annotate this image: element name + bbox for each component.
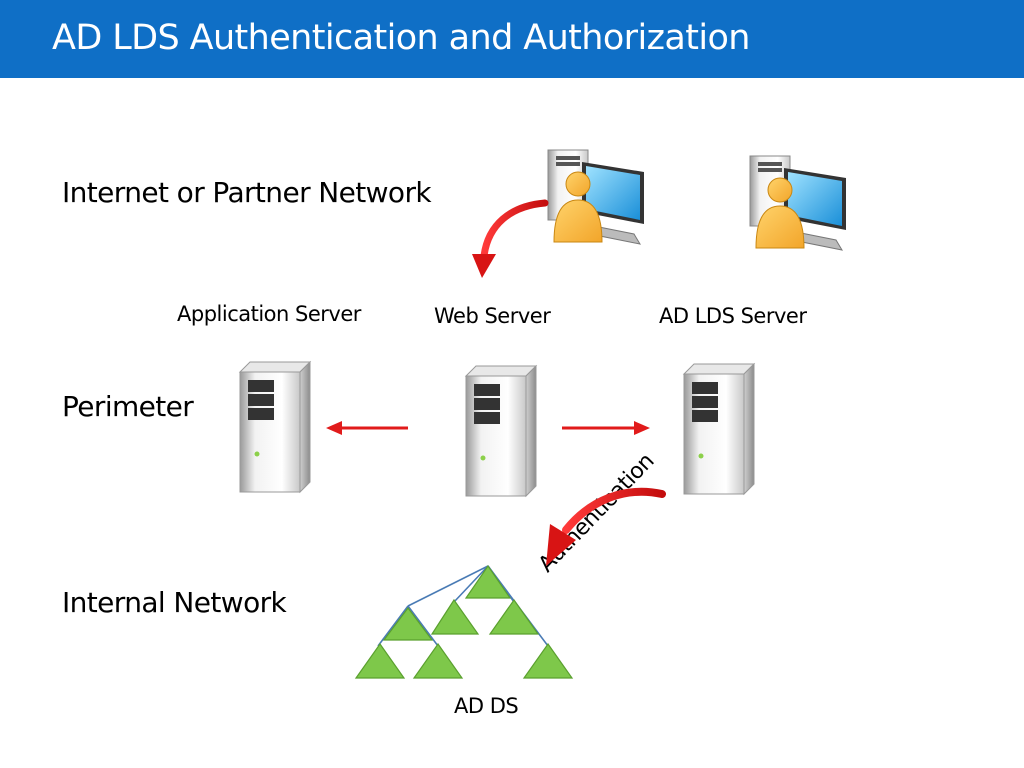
request-arrow <box>472 199 549 278</box>
server-tower-icon <box>682 362 756 496</box>
zone-label-perimeter: Perimeter <box>62 390 194 423</box>
user-computer-icon <box>547 149 644 245</box>
domain-tree-icon <box>354 564 574 679</box>
application-server-label: Application Server <box>177 302 361 326</box>
arrow-to-adlds-server <box>562 421 650 435</box>
zone-label-internet: Internet or Partner Network <box>62 176 432 209</box>
server-tower-icon <box>238 360 312 494</box>
authentication-arrow <box>546 487 666 566</box>
adlds-server-label: AD LDS Server <box>659 304 807 328</box>
server-tower-icon <box>464 364 538 498</box>
zone-label-internal: Internal Network <box>62 586 287 619</box>
arrow-to-application-server <box>326 421 408 435</box>
adds-label: AD DS <box>454 694 519 718</box>
slide-title: AD LDS Authentication and Authorization <box>52 18 750 58</box>
web-server-label: Web Server <box>434 304 551 328</box>
user-computer-icon <box>749 155 846 251</box>
title-bar: AD LDS Authentication and Authorization <box>0 0 1024 78</box>
